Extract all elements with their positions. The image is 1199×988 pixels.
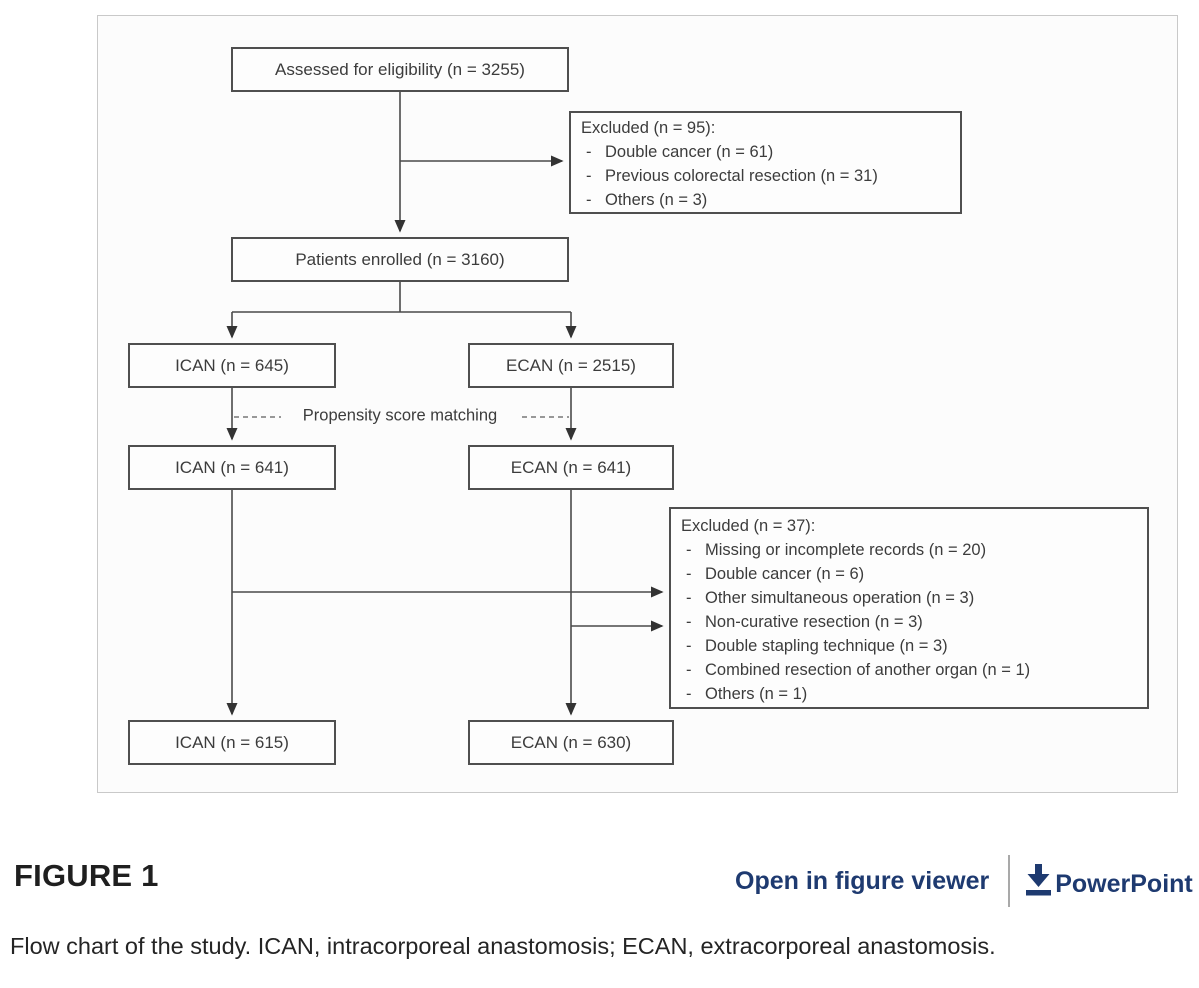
- download-icon: [1026, 864, 1052, 896]
- excluded-item-text: Missing or incomplete records (n = 20): [705, 541, 987, 559]
- flow-node-ican-615: ICAN (n = 615): [128, 720, 336, 765]
- excluded-item: - Others (n = 1): [681, 682, 1137, 706]
- excluded-item-text: Double cancer (n = 61): [605, 143, 774, 161]
- excluded-item-text: Double cancer (n = 6): [705, 565, 865, 583]
- bullet-dash: -: [686, 565, 692, 583]
- excluded-item: - Double cancer (n = 6): [681, 562, 1137, 586]
- bullet-dash: -: [586, 191, 592, 209]
- excluded-item-text: Other simultaneous operation (n = 3): [705, 589, 975, 607]
- bullet-dash: -: [686, 661, 692, 679]
- excluded-item-text: Others (n = 1): [705, 685, 808, 703]
- bullet-dash: -: [686, 637, 692, 655]
- excluded-item: - Combined resection of another organ (n…: [681, 658, 1137, 682]
- figure-controls: Open in figure viewer PowerPoint: [735, 854, 1193, 908]
- flow-node-ecan-2515: ECAN (n = 2515): [468, 343, 674, 388]
- excluded-box-1-title: Excluded (n = 95):: [581, 119, 716, 137]
- excluded-item-text: Others (n = 3): [605, 191, 708, 209]
- excluded-item-text: Previous colorectal resection (n = 31): [605, 167, 878, 185]
- propensity-matching-label: Propensity score matching: [302, 406, 498, 425]
- figure-caption: Flow chart of the study. ICAN, intracorp…: [10, 933, 996, 959]
- excluded-item: - Previous colorectal resection (n = 31): [581, 164, 950, 188]
- excluded-item-text: Double stapling technique (n = 3): [705, 637, 948, 655]
- excluded-item: - Others (n = 3): [581, 188, 950, 212]
- bullet-dash: -: [586, 143, 592, 161]
- flow-node-ican-645: ICAN (n = 645): [128, 343, 336, 388]
- bullet-dash: -: [686, 613, 692, 631]
- download-powerpoint-label: PowerPoint: [1055, 870, 1193, 898]
- download-powerpoint-link[interactable]: PowerPoint: [1023, 863, 1193, 899]
- excluded-box-2: Excluded (n = 37): - Missing or incomple…: [669, 507, 1149, 709]
- excluded-item: - Double stapling technique (n = 3): [681, 634, 1137, 658]
- flow-connectors: [226, 92, 664, 716]
- bullet-dash: -: [586, 167, 592, 185]
- excluded-item-text: Non-curative resection (n = 3): [705, 613, 923, 631]
- excluded-item: - Double cancer (n = 61): [581, 140, 950, 164]
- excluded-box-2-title: Excluded (n = 37):: [681, 517, 816, 535]
- flow-node-ecan-641: ECAN (n = 641): [468, 445, 674, 490]
- excluded-item: - Missing or incomplete records (n = 20): [681, 538, 1137, 562]
- bullet-dash: -: [686, 541, 692, 559]
- bullet-dash: -: [686, 685, 692, 703]
- flow-node-assessed: Assessed for eligibility (n = 3255): [231, 47, 569, 92]
- controls-divider: [1008, 855, 1011, 907]
- flow-node-ican-641: ICAN (n = 641): [128, 445, 336, 490]
- bullet-dash: -: [686, 589, 692, 607]
- excluded-item: - Non-curative resection (n = 3): [681, 610, 1137, 634]
- flow-node-ecan-630: ECAN (n = 630): [468, 720, 674, 765]
- figure-label: FIGURE 1: [14, 858, 159, 893]
- figure-panel: Assessed for eligibility (n = 3255) Excl…: [97, 15, 1178, 793]
- excluded-item: - Other simultaneous operation (n = 3): [681, 586, 1137, 610]
- excluded-box-1: Excluded (n = 95): - Double cancer (n = …: [569, 111, 962, 214]
- open-figure-viewer-link[interactable]: Open in figure viewer: [735, 866, 990, 895]
- excluded-item-text: Combined resection of another organ (n =…: [705, 661, 1031, 679]
- flow-node-enrolled: Patients enrolled (n = 3160): [231, 237, 569, 282]
